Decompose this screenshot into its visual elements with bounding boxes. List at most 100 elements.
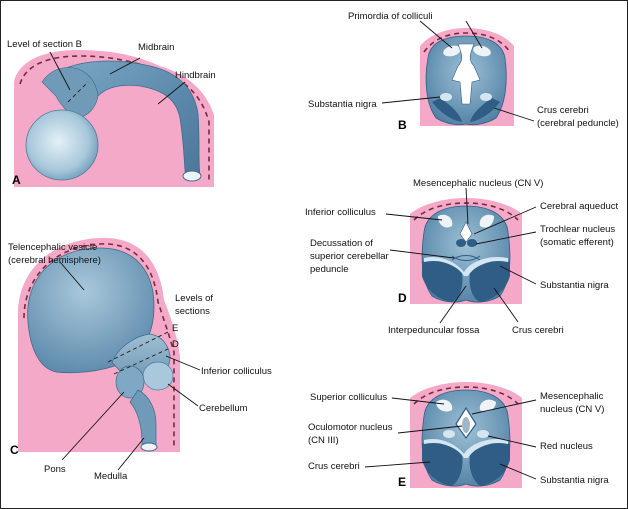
- label-decussation-3: peduncle: [310, 264, 349, 275]
- colliculus-left: [443, 45, 461, 57]
- panel-b: Primordia of colliculi Substantia nigra …: [308, 11, 619, 132]
- label-substantia-nigra-e: Substantia nigra: [540, 475, 609, 486]
- leader-primordia-right: [465, 20, 483, 49]
- forebrain-vesicle: [25, 109, 99, 181]
- panel-letter-d: D: [398, 291, 407, 305]
- label-cerebral-aqueduct: Cerebral aqueduct: [540, 201, 619, 212]
- label-hindbrain: Hindbrain: [175, 70, 216, 81]
- medulla-end: [140, 442, 158, 452]
- leader-mesencephalic-d: [465, 187, 469, 225]
- panel-b-aqueduct: [451, 43, 481, 105]
- panel-e-colliculus-left: [436, 399, 453, 412]
- leader-crus-cerebri: [493, 107, 535, 122]
- pons: [115, 365, 145, 399]
- trochlear-nucleus-right: [467, 239, 477, 247]
- panel-e-dashed-margin: [413, 386, 519, 405]
- section-b-line: [67, 81, 89, 103]
- panel-e-crus-left: [422, 442, 463, 486]
- label-inferior-colliculus-c: Inferior colliculus: [201, 366, 272, 377]
- label-pons: Pons: [44, 464, 66, 475]
- panel-d-colliculus-right: [479, 214, 494, 228]
- panel-d: Mesencephalic nucleus (CN V) Inferior co…: [305, 178, 619, 336]
- label-sections: sections: [175, 306, 210, 317]
- leader-telencephalic: [59, 261, 85, 291]
- label-midbrain: Midbrain: [138, 42, 174, 53]
- panel-e-crus-right: [469, 442, 510, 486]
- leader-trochlear: [475, 231, 537, 245]
- tube-end: [182, 170, 202, 182]
- panel-letter-b: B: [398, 118, 407, 132]
- label-inferior-colliculus-d: Inferior colliculus: [305, 207, 376, 218]
- panel-b-substantia-nigra-right: [480, 93, 492, 101]
- panel-d-crus-left: [422, 260, 463, 302]
- panel-a: Level of section B Midbrain Hindbrain A: [7, 39, 216, 187]
- label-crus-cerebri-e: Crus cerebri: [308, 461, 360, 472]
- label-mesencephalic-d: Mesencephalic nucleus (CN V): [413, 178, 543, 189]
- label-interpeduncular: Interpeduncular fossa: [388, 325, 480, 336]
- leader-midbrain: [109, 57, 141, 75]
- red-nucleus-right: [477, 430, 489, 438]
- label-oculomotor-2: (CN III): [308, 435, 339, 446]
- panel-e-aqueduct: [455, 406, 477, 440]
- label-levels-of: Levels of: [175, 293, 213, 304]
- label-level-section-b: Level of section B: [7, 39, 82, 50]
- leader-mesencephalic-e: [471, 399, 537, 415]
- leader-superior-colliculus: [391, 397, 445, 405]
- label-crus-cerebri-d: Crus cerebri: [512, 325, 564, 336]
- panel-d-crus-right: [469, 260, 510, 302]
- trochlear-nucleus-left: [456, 239, 466, 247]
- panel-e-colliculus-right: [479, 399, 496, 412]
- panel-e: Superior colliculus Mesencephalic nucleu…: [308, 382, 609, 489]
- decussation-fibers: [451, 255, 481, 261]
- leader-hindbrain: [157, 81, 186, 105]
- panel-c: Telencephalic vesicle (cerebral hemisphe…: [8, 237, 272, 482]
- label-telencephalic-1: Telencephalic vesicle: [8, 242, 97, 253]
- leader-crus-cerebri-e: [364, 461, 431, 468]
- label-trochlear-2: (somatic efferent): [540, 237, 614, 248]
- leader-inferior-colliculus-c: [165, 355, 201, 371]
- panel-letter-a: A: [12, 173, 21, 187]
- red-nucleus-left: [443, 430, 455, 438]
- panel-e-substantia-nigra-band: [424, 438, 508, 458]
- leader-interpeduncular: [439, 285, 467, 324]
- panel-d-dashed-margin: [413, 202, 519, 221]
- panel-d-colliculus-left: [438, 214, 453, 228]
- label-mesencephalic-e-1: Mesencephalic: [540, 391, 604, 402]
- label-substantia-nigra-b: Substantia nigra: [308, 99, 377, 110]
- label-cerebral-peduncle-b: (cerebral peduncle): [537, 118, 619, 129]
- leader-substantia-nigra: [381, 96, 441, 104]
- leader-crus-cerebri-d: [493, 287, 519, 323]
- label-medulla: Medulla: [94, 471, 128, 482]
- label-telencephalic-2: (cerebral hemisphere): [8, 255, 101, 266]
- leader-inferior-colliculus-d: [385, 213, 443, 221]
- leader-oculomotor: [397, 425, 463, 434]
- cerebellum: [142, 361, 174, 391]
- leader-decussation: [389, 249, 455, 259]
- panel-b-crus-right: [470, 98, 500, 122]
- label-level-e: E: [172, 323, 178, 334]
- label-superior-colliculus: Superior colliculus: [310, 392, 387, 403]
- telencephalic-vesicle: [27, 247, 155, 374]
- label-crus-cerebri-b: Crus cerebri: [537, 105, 589, 116]
- panel-d-aqueduct: [459, 221, 473, 243]
- label-substantia-nigra-d: Substantia nigra: [540, 280, 609, 291]
- label-decussation-2: superior cerebellar: [310, 251, 389, 262]
- panel-letter-e: E: [398, 475, 406, 489]
- oculomotor-nucleus: [462, 417, 470, 433]
- label-oculomotor-1: Oculomotor nucleus: [308, 422, 393, 433]
- leader-medulla: [117, 437, 145, 471]
- hindbrain-tube: [65, 60, 201, 181]
- leader-level-section-b: [49, 51, 71, 91]
- panel-letter-c: C: [10, 443, 19, 457]
- leader-cerebellum: [167, 383, 199, 407]
- label-mesencephalic-e-2: nucleus (CN V): [540, 404, 604, 415]
- panel-b-crus-left: [432, 98, 462, 122]
- label-trochlear-1: Trochlear nucleus: [540, 224, 615, 235]
- section-level-d-line: [113, 347, 171, 375]
- label-level-d: D: [172, 339, 179, 350]
- leader-substantia-nigra-d: [499, 265, 537, 285]
- label-cerebellum: Cerebellum: [199, 403, 248, 414]
- label-decussation-1: Decussation of: [310, 238, 373, 249]
